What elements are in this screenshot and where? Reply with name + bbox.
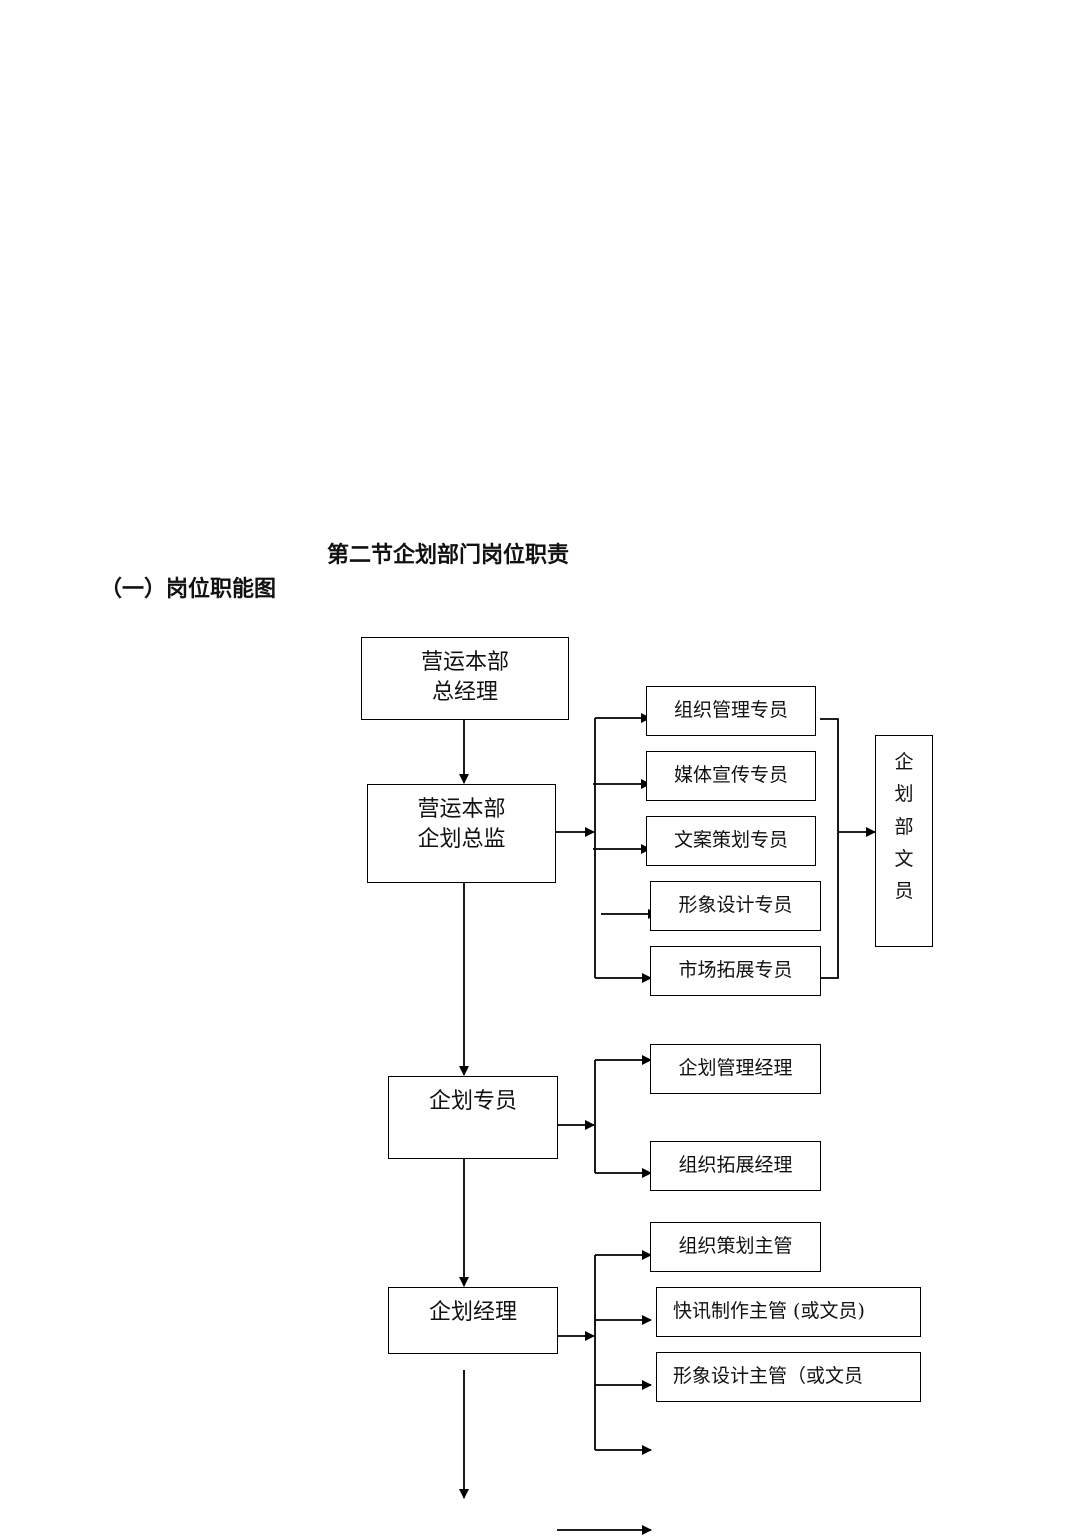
manager-report-box: 形象设计主管（或文员 <box>656 1352 921 1402</box>
specialist-report-label: 组织拓展经理 <box>678 1154 793 1177</box>
sub-title: （一）岗位职能图 <box>100 577 277 602</box>
specialist-report-box: 组织拓展经理 <box>650 1141 821 1191</box>
manager-report-label: 组织策划主管 <box>678 1235 793 1258</box>
director-report-label: 组织管理专员 <box>673 699 788 722</box>
planning-director-line2: 企划总监 <box>417 826 506 852</box>
planning-manager-label: 企划经理 <box>428 1300 517 1325</box>
planning-clerk-box: 企 划 部 文 员 <box>875 735 933 947</box>
planning-clerk-char: 员 <box>894 880 914 903</box>
specialist-report-box: 企划管理经理 <box>650 1044 821 1094</box>
manager-report-box: 快讯制作主管 (或文员) <box>656 1287 921 1337</box>
director-report-label: 文案策划专员 <box>673 829 788 852</box>
planning-director-box: 营运本部 企划总监 <box>367 784 556 883</box>
bracket-reports-to-clerk <box>820 718 839 979</box>
manager-report-label: 形象设计主管（或文员 <box>673 1365 864 1388</box>
planning-clerk-char: 企 <box>894 751 914 773</box>
manager-report-label: 快讯制作主管 (或文员) <box>673 1300 865 1323</box>
planning-clerk-char: 划 <box>894 783 914 806</box>
director-report-label: 形象设计专员 <box>678 894 793 917</box>
director-report-box: 文案策划专员 <box>646 816 816 866</box>
planning-clerk-char: 文 <box>894 847 914 870</box>
planning-manager-box: 企划经理 <box>388 1287 558 1354</box>
general-manager-line2: 总经理 <box>431 679 498 705</box>
director-report-box: 组织管理专员 <box>646 686 816 736</box>
manager-report-box: 组织策划主管 <box>650 1222 821 1272</box>
director-report-label: 媒体宣传专员 <box>673 764 788 787</box>
director-report-box: 形象设计专员 <box>650 881 821 931</box>
general-manager-box: 营运本部 总经理 <box>361 637 569 720</box>
director-report-box: 市场拓展专员 <box>650 946 821 996</box>
section-title: 第二节企划部门岗位职责 <box>327 543 570 568</box>
specialist-report-label: 企划管理经理 <box>678 1057 793 1080</box>
planning-specialist-label: 企划专员 <box>428 1089 517 1114</box>
director-report-box: 媒体宣传专员 <box>646 751 816 801</box>
director-report-label: 市场拓展专员 <box>678 959 793 982</box>
planning-director-line1: 营运本部 <box>417 797 506 822</box>
planning-specialist-box: 企划专员 <box>388 1076 558 1159</box>
general-manager-line1: 营运本部 <box>420 650 509 675</box>
planning-clerk-char: 部 <box>894 815 914 838</box>
